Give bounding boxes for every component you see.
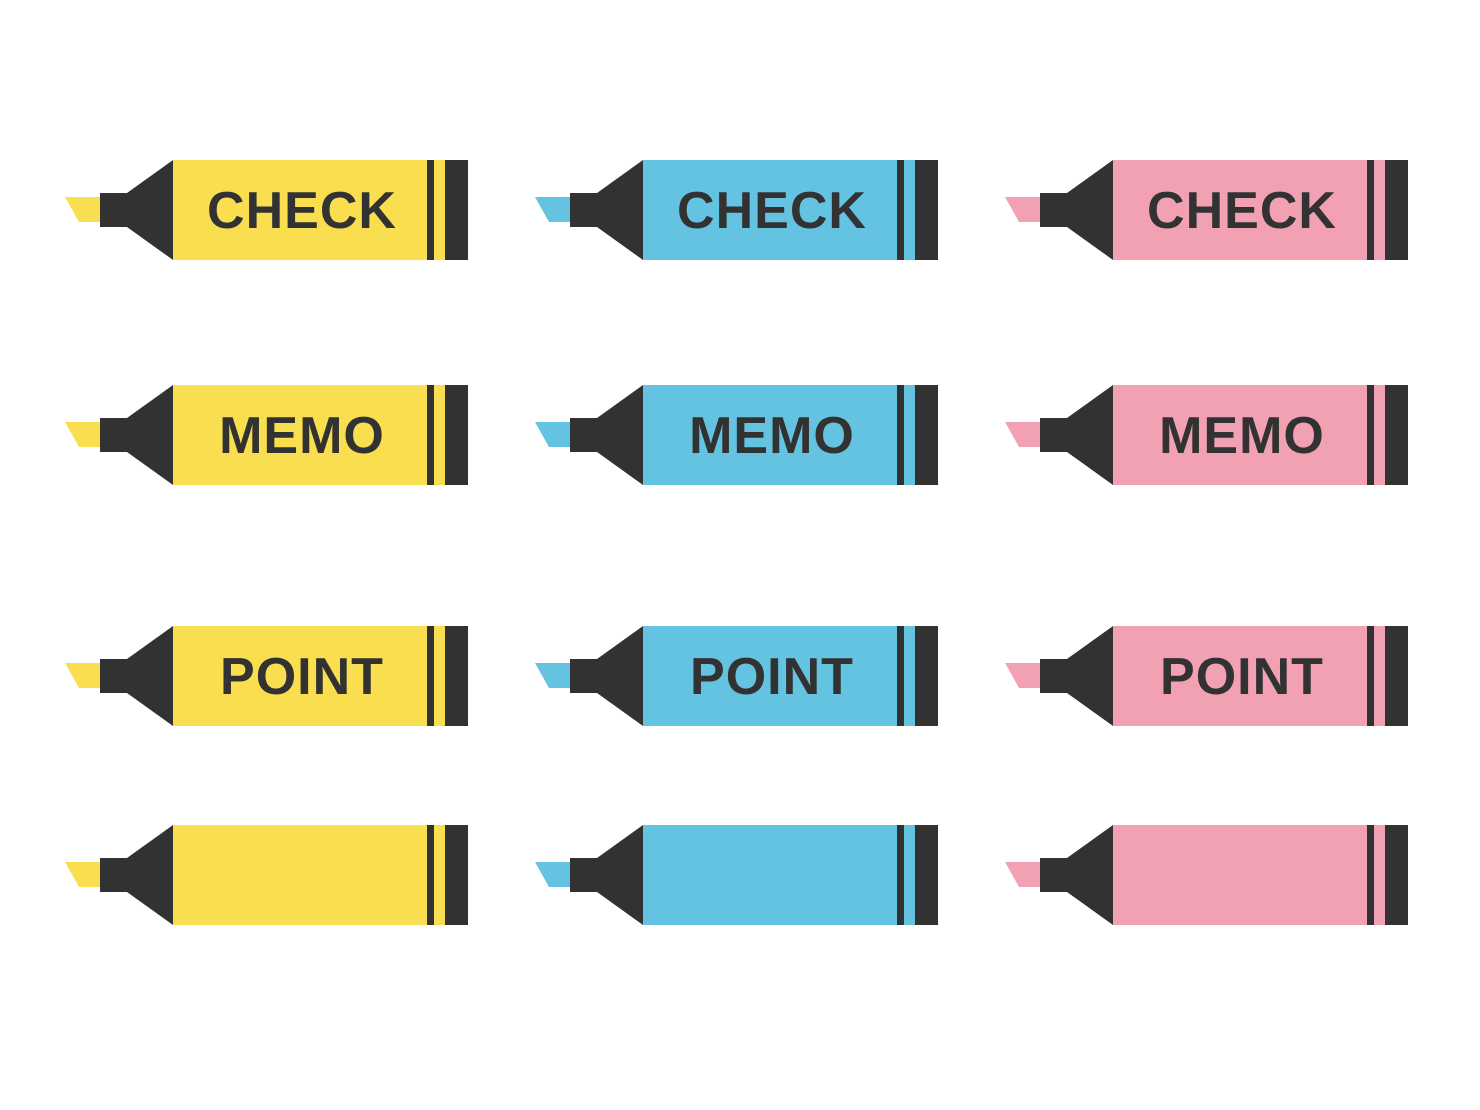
marker-end-cap xyxy=(1385,160,1408,260)
marker-stripe xyxy=(1367,160,1374,260)
marker-nib xyxy=(65,197,100,222)
marker-end-cap xyxy=(445,626,468,726)
marker-tip xyxy=(1040,160,1113,260)
marker-nib xyxy=(65,663,100,688)
marker-label: CHECK xyxy=(207,182,397,240)
marker-barrel xyxy=(643,825,938,925)
marker-stripe xyxy=(897,626,904,726)
marker-label: MEMO xyxy=(219,407,385,465)
marker-barrel xyxy=(173,626,468,726)
highlighter-pink-blank xyxy=(1005,825,1408,925)
marker-tip xyxy=(570,825,643,925)
marker-nib xyxy=(65,422,100,447)
marker-barrel xyxy=(643,385,938,485)
highlighter-blue-memo: MEMO xyxy=(535,385,938,485)
marker-nib xyxy=(65,862,100,887)
highlighter-pink-memo: MEMO xyxy=(1005,385,1408,485)
marker-end-cap xyxy=(1385,385,1408,485)
marker-end-cap xyxy=(1385,825,1408,925)
marker-tip xyxy=(570,385,643,485)
marker-barrel xyxy=(173,825,468,925)
marker-barrel xyxy=(1113,626,1408,726)
marker-tip xyxy=(100,626,173,726)
marker-tip xyxy=(1040,385,1113,485)
marker-stripe xyxy=(897,825,904,925)
marker-end-cap xyxy=(915,626,938,726)
marker-end-cap xyxy=(445,385,468,485)
highlighter-blue-check: CHECK xyxy=(535,160,938,260)
marker-label: MEMO xyxy=(1159,407,1325,465)
marker-barrel xyxy=(173,385,468,485)
marker-barrel xyxy=(643,160,938,260)
marker-nib xyxy=(535,197,570,222)
marker-end-cap xyxy=(1385,626,1408,726)
marker-end-cap xyxy=(445,160,468,260)
marker-stripe xyxy=(897,160,904,260)
highlighter-yellow-point: POINT xyxy=(65,626,468,726)
marker-end-cap xyxy=(915,825,938,925)
marker-tip xyxy=(570,626,643,726)
marker-nib xyxy=(1005,197,1040,222)
highlighter-blue-point: POINT xyxy=(535,626,938,726)
marker-stripe xyxy=(1367,385,1374,485)
marker-barrel xyxy=(643,626,938,726)
marker-tip xyxy=(1040,825,1113,925)
marker-label: CHECK xyxy=(1147,182,1337,240)
marker-tip xyxy=(100,825,173,925)
highlighter-blue-blank xyxy=(535,825,938,925)
marker-nib xyxy=(535,862,570,887)
marker-stripe xyxy=(427,385,434,485)
marker-end-cap xyxy=(915,385,938,485)
marker-stripe xyxy=(427,160,434,260)
marker-label: POINT xyxy=(220,648,384,706)
marker-stripe xyxy=(897,385,904,485)
marker-stripe xyxy=(427,825,434,925)
marker-stripe xyxy=(427,626,434,726)
marker-stripe xyxy=(1367,825,1374,925)
highlighter-yellow-check: CHECK xyxy=(65,160,468,260)
highlighter-yellow-blank xyxy=(65,825,468,925)
marker-nib xyxy=(1005,862,1040,887)
highlighter-pink-point: POINT xyxy=(1005,626,1408,726)
marker-barrel xyxy=(1113,385,1408,485)
marker-barrel xyxy=(1113,160,1408,260)
marker-tip xyxy=(1040,626,1113,726)
marker-nib xyxy=(1005,422,1040,447)
marker-label: CHECK xyxy=(677,182,867,240)
marker-nib xyxy=(535,663,570,688)
marker-tip xyxy=(100,160,173,260)
marker-label: MEMO xyxy=(689,407,855,465)
marker-label: POINT xyxy=(1160,648,1324,706)
marker-barrel xyxy=(173,160,468,260)
highlighter-pink-check: CHECK xyxy=(1005,160,1408,260)
marker-nib xyxy=(1005,663,1040,688)
marker-label: POINT xyxy=(690,648,854,706)
marker-tip xyxy=(100,385,173,485)
marker-barrel xyxy=(1113,825,1408,925)
marker-end-cap xyxy=(445,825,468,925)
marker-nib xyxy=(535,422,570,447)
marker-end-cap xyxy=(915,160,938,260)
marker-tip xyxy=(570,160,643,260)
marker-stripe xyxy=(1367,626,1374,726)
highlighter-yellow-memo: MEMO xyxy=(65,385,468,485)
